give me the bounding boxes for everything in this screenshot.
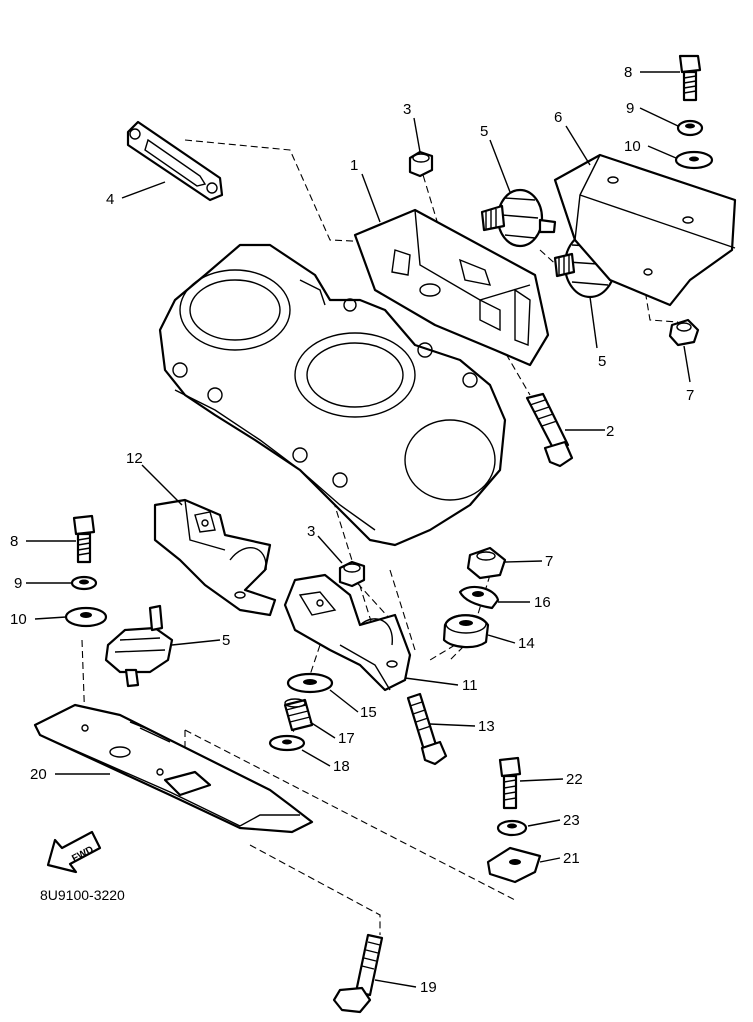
part-4-strap-plate — [126, 120, 224, 202]
part-3-nut-lower — [338, 560, 366, 588]
callout-8-upper: 8 — [624, 64, 632, 81]
callout-9-upper: 9 — [626, 100, 634, 117]
part-16-spacer — [458, 585, 500, 610]
callout-13: 13 — [478, 718, 495, 735]
part-9-washer-upper — [676, 119, 704, 137]
part-23-washer — [496, 819, 528, 837]
callout-23: 23 — [563, 812, 580, 829]
part-22-bolt — [498, 756, 522, 810]
part-7-collar-lower — [466, 546, 507, 580]
callout-labels: 1 2 3 3 4 5 5 5 6 7 7 8 8 9 9 10 10 11 1… — [10, 64, 694, 996]
callout-16: 16 — [534, 594, 551, 611]
drawing-code: 8U9100-3220 — [40, 887, 125, 903]
part-20-base-plate — [33, 703, 314, 834]
part-1-upper-bracket — [353, 208, 550, 367]
part-7-collar-upper — [668, 318, 700, 347]
part-15-washer — [286, 672, 334, 694]
part-3-nut-upper — [408, 150, 434, 178]
callout-18: 18 — [333, 758, 350, 775]
callout-12: 12 — [126, 450, 143, 467]
part-9-washer-left — [70, 575, 98, 591]
callout-11: 11 — [462, 677, 478, 694]
callout-14: 14 — [518, 635, 535, 652]
part-12-lower-bracket — [153, 498, 277, 617]
callout-21: 21 — [563, 850, 580, 867]
part-17-bushing — [283, 698, 314, 732]
callout-3-upper: 3 — [403, 101, 411, 118]
callout-10-left: 10 — [10, 611, 27, 628]
part-6-cover — [553, 153, 737, 307]
forward-arrow-icon: FWD — [46, 830, 102, 874]
callout-5-upper: 5 — [480, 123, 488, 140]
callout-7-lower: 7 — [545, 553, 553, 570]
callout-1: 1 — [350, 157, 358, 174]
callout-9-left: 9 — [14, 575, 22, 592]
callout-20: 20 — [30, 766, 47, 783]
part-8-bolt-upper — [678, 54, 702, 102]
callout-7-upper: 7 — [686, 387, 694, 404]
callout-17: 17 — [338, 730, 355, 747]
part-8-bolt-left — [72, 514, 96, 564]
callout-3-lower: 3 — [307, 523, 315, 540]
part-11-lower-bracket — [283, 573, 412, 692]
part-5-rubber-mount-left — [104, 604, 174, 688]
callout-leaders — [26, 71, 691, 988]
part-10-washer-upper — [674, 150, 714, 170]
callout-5-left: 5 — [222, 632, 230, 649]
part-21-nut-plate — [486, 846, 542, 884]
part-13-bolt — [406, 692, 448, 766]
part-18-washer — [268, 734, 306, 752]
part-14-damper — [442, 614, 490, 649]
callout-6: 6 — [554, 109, 562, 126]
part-2-bolt — [525, 392, 574, 468]
callout-4: 4 — [106, 191, 114, 208]
part-10-washer-left — [64, 606, 108, 628]
callout-8-left: 8 — [10, 533, 18, 550]
callout-2: 2 — [606, 423, 614, 440]
part-19-bolt — [332, 933, 384, 1014]
callout-22: 22 — [566, 771, 583, 788]
callout-19: 19 — [420, 979, 437, 996]
callout-10-upper: 10 — [624, 138, 641, 155]
callout-5-right: 5 — [598, 353, 606, 370]
engine-cylinder-block — [158, 243, 507, 547]
callout-15: 15 — [360, 704, 377, 721]
part-5-rubber-mount-upper — [480, 188, 557, 248]
